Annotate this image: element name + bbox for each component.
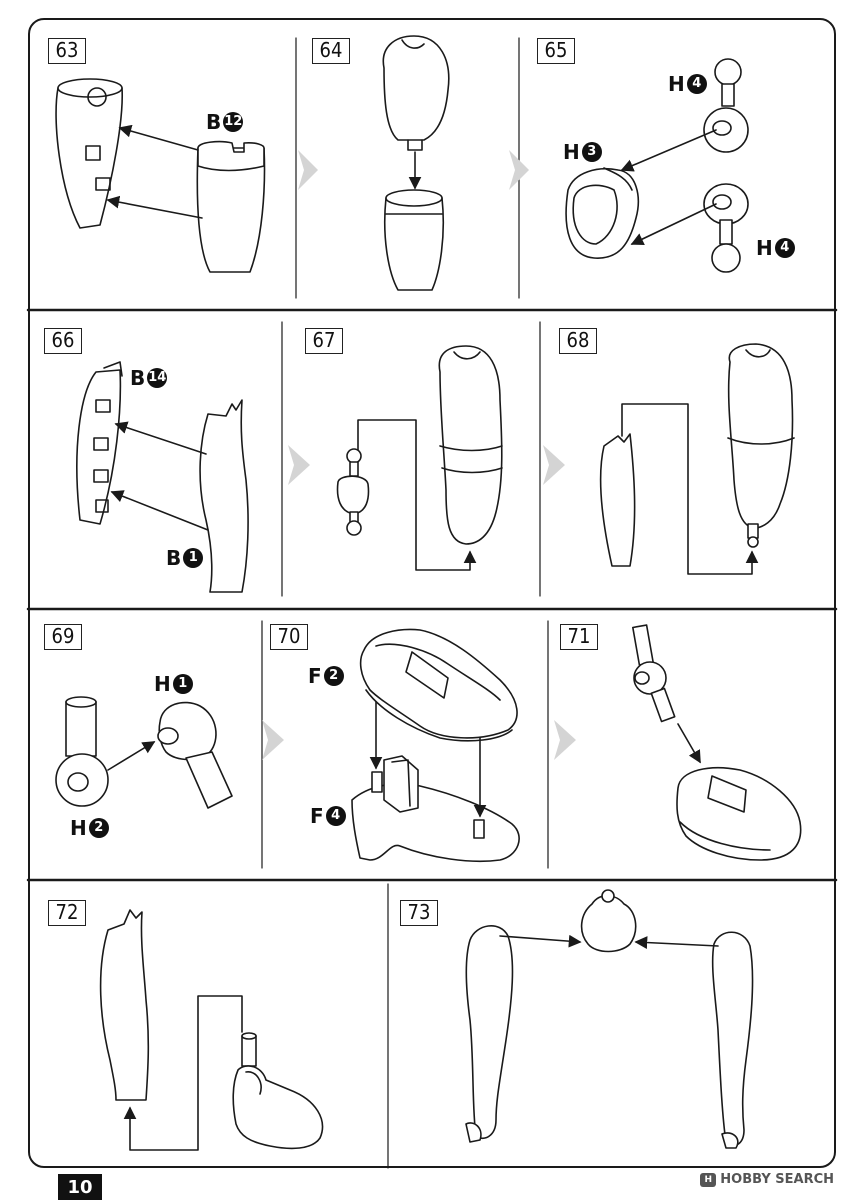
step-66-art [76, 361, 249, 593]
step-number-66: 66 [44, 328, 82, 354]
hobby-search-watermark: H HOBBY SEARCH [700, 1172, 834, 1187]
hobby-search-logo-icon: H [700, 1172, 717, 1187]
step-72-art [99, 909, 324, 1151]
page-number: 10 [58, 1174, 102, 1200]
panel-dividers [26, 37, 838, 1169]
step-67-art [336, 345, 503, 571]
flow-chevrons [262, 150, 576, 760]
step-number-72: 72 [48, 900, 86, 926]
step-number-63: 63 [48, 38, 86, 64]
step-68-art [599, 343, 795, 575]
step-number-73: 73 [400, 900, 438, 926]
step-number-70: 70 [270, 624, 308, 650]
step-number-65: 65 [537, 38, 575, 64]
instruction-frame [28, 18, 836, 1168]
step-70-art [351, 628, 520, 863]
step-65-art [565, 58, 749, 273]
step-number-68: 68 [559, 328, 597, 354]
step-71-art [632, 624, 802, 861]
step-69-art [55, 696, 233, 809]
step-63-art [55, 78, 266, 273]
step-number-67: 67 [305, 328, 343, 354]
step-73-art [465, 889, 754, 1149]
step-number-71: 71 [560, 624, 598, 650]
watermark-text: HOBBY SEARCH [720, 1172, 834, 1187]
step-64-art [382, 35, 450, 291]
step-number-64: 64 [312, 38, 350, 64]
step-number-69: 69 [44, 624, 82, 650]
